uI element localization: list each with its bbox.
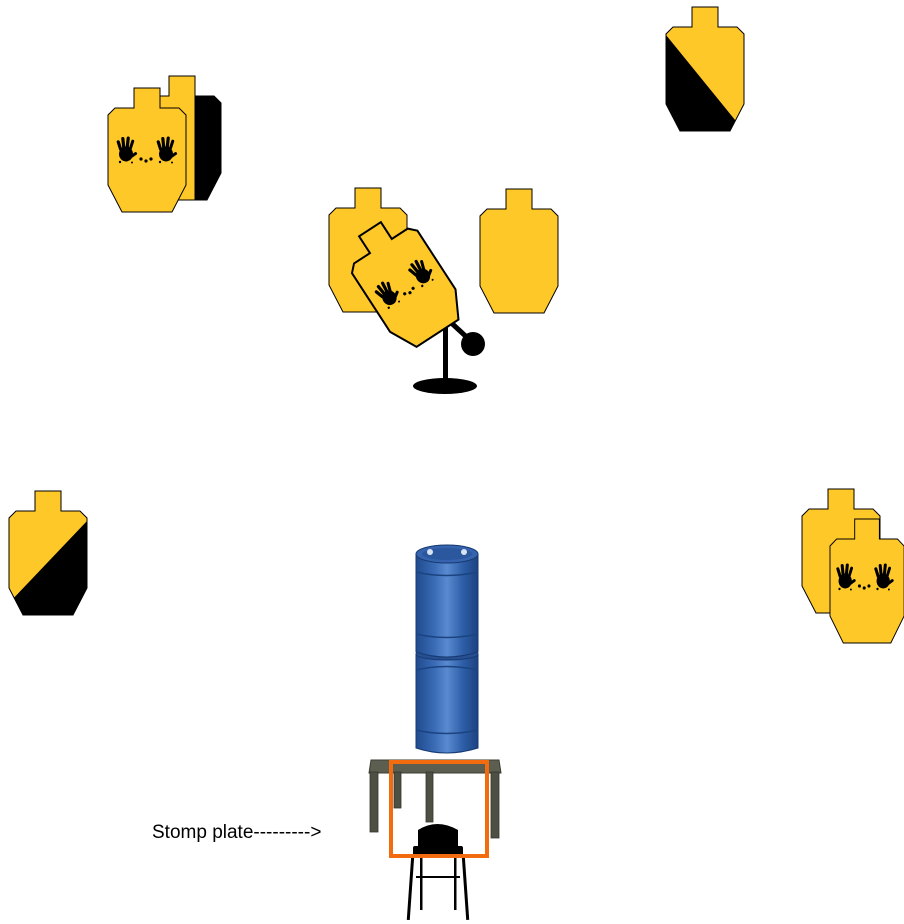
- chair: [407, 824, 469, 920]
- barrel-top: [416, 545, 478, 657]
- target-top-right-half-black: [666, 7, 744, 131]
- target-mid-left-half-black: [9, 491, 87, 615]
- target-center-right: [480, 189, 558, 313]
- barrel-bottom: [416, 648, 478, 753]
- stomp-plate-label: Stomp plate--------->: [152, 822, 321, 844]
